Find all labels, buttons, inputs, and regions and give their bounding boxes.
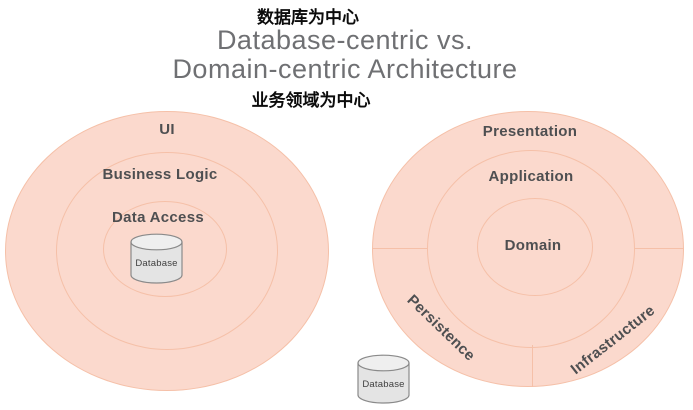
segment-divider-left [373,248,428,249]
ring-label-ui: UI [159,121,175,138]
label-domain-centric-cn: 业务领域为中心 [251,91,371,110]
page-title-line2: Domain-centric Architecture [172,54,518,84]
ring-domain-circle [477,198,593,296]
segment-divider-right [635,248,684,249]
ring-label-domain: Domain [504,237,562,254]
database-cylinder-label: Database [135,258,178,269]
segment-divider-bottom [532,345,533,387]
label-database-centric-cn: 数据库为中心 [257,8,359,27]
external-database-cylinder-icon: Database [357,354,410,405]
ring-label-data-access: Data Access [112,209,204,226]
page-title: Database-centric vs. Domain-centric Arch… [172,26,517,84]
external-database-cylinder-label: Database [362,379,405,390]
ring-label-presentation: Presentation [482,123,578,140]
ring-label-business-logic: Business Logic [102,166,218,183]
database-cylinder-icon: Database [130,233,183,284]
database-cylinder-shape [357,354,410,404]
ring-label-application: Application [488,168,574,185]
database-cylinder-shape [130,233,183,284]
page-title-line1: Database-centric vs. [216,25,474,55]
